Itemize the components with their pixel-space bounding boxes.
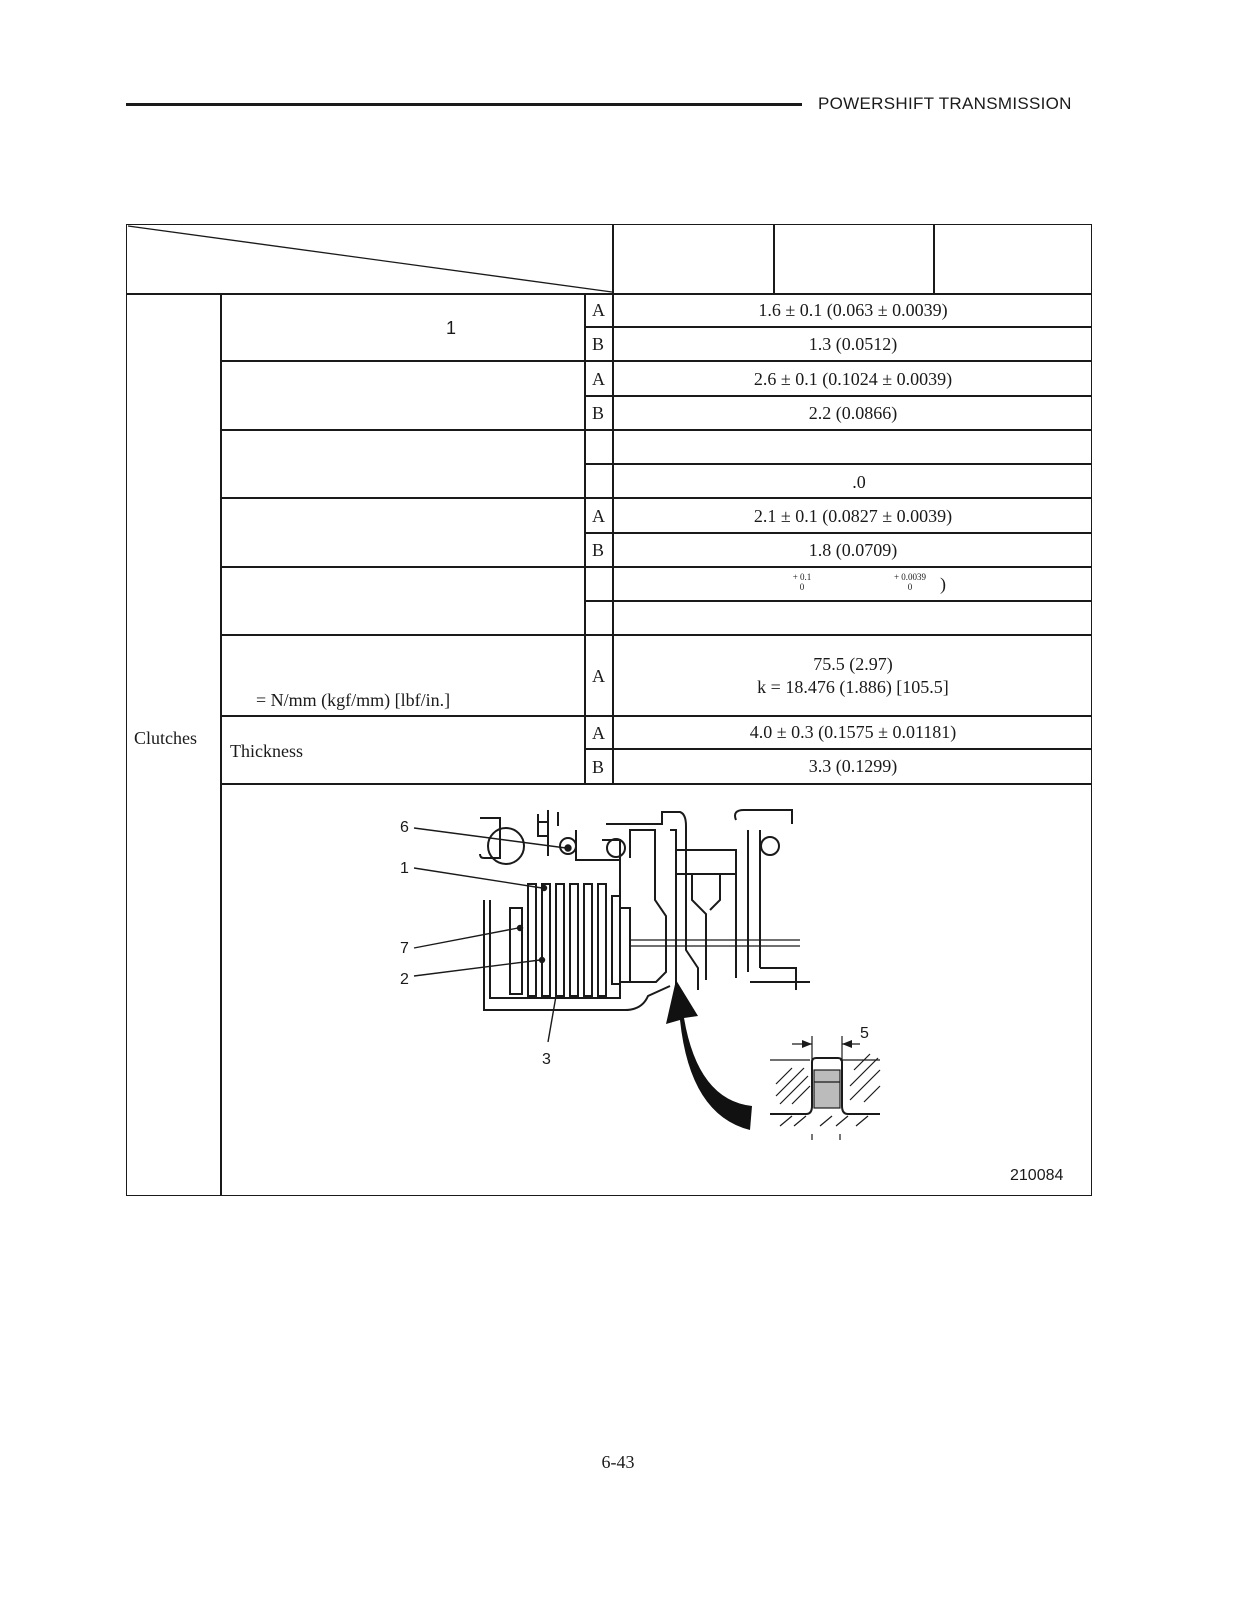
section-divider [220,293,222,1195]
row-rule [584,600,1092,602]
group-rule [220,360,1092,362]
value-cell: 2.2 (0.0866) [808,403,898,423]
callout-1: 1 [400,860,409,877]
row-rule [584,395,1092,397]
tolerance-lower-in: 0 [907,582,913,592]
value-cell: 1.6 ± 0.1 (0.063 ± 0.0039) [758,300,948,320]
value-divider [612,293,614,784]
code-cell: A [592,369,605,389]
header-divider [773,224,775,294]
group-rule [220,429,1092,431]
row-rule [584,326,1092,328]
header-divider [933,224,935,294]
header-divider [612,224,614,294]
code-cell: B [592,757,605,777]
item-label: Thickness [230,741,303,761]
code-divider [584,293,586,784]
code-cell: A [592,666,605,686]
value-cell: 3.3 (0.1299) [808,756,898,776]
table-frame [126,224,1092,1196]
callout-7: 7 [400,940,409,957]
code-cell: A [592,506,605,526]
code-cell: A [592,723,605,743]
group-rule [220,497,1092,499]
code-cell: B [592,334,605,354]
value-cell: 2.1 ± 0.1 (0.0827 ± 0.0039) [753,506,953,526]
code-cell: B [592,540,605,560]
tolerance-upper-mm: + 0.1 [792,572,812,582]
row-rule [584,463,1092,465]
callout-2: 2 [400,971,409,988]
callout-6: 6 [400,819,409,836]
group-rule [220,715,1092,717]
section-label: Clutches [134,728,197,748]
header-rule [126,103,802,106]
page-number: 6-43 [601,1452,635,1472]
callout-5: 5 [860,1025,869,1042]
clutch-cross-section-figure: 6 1 7 2 3 5 4 [400,809,881,1140]
callout-3: 3 [542,1051,551,1068]
item-label: 1 [446,318,457,338]
item-label: = N/mm (kgf/mm) [lbf/in.] [256,690,451,710]
value-cell: .0 [852,472,866,492]
group-rule [220,783,1092,785]
code-cell: B [592,403,605,423]
value-cell: k = 18.476 (1.886) [105.5] [757,677,949,697]
value-cell: 4.0 ± 0.3 (0.1575 ± 0.01181) [749,722,957,742]
group-rule [220,634,1092,636]
row-rule [584,748,1092,750]
tolerance-lower-mm: 0 [799,582,805,592]
value-cell: 1.3 (0.0512) [808,334,898,354]
value-cell: 2.6 ± 0.1 (0.1024 ± 0.0039) [753,369,953,389]
figure-id: 210084 [1010,1167,1064,1184]
header-bottom-rule [126,293,1092,295]
row-rule [584,532,1092,534]
page-header-title: POWERSHIFT TRANSMISSION [818,94,1072,113]
header-diagonal [127,225,613,293]
tolerance-paren: ) [940,574,946,594]
group-rule [220,566,1092,568]
tolerance-upper-in: + 0.0039 [893,572,927,582]
code-cell: A [592,300,605,320]
value-cell: 1.8 (0.0709) [808,540,898,560]
value-cell: 75.5 (2.97) [813,654,893,674]
